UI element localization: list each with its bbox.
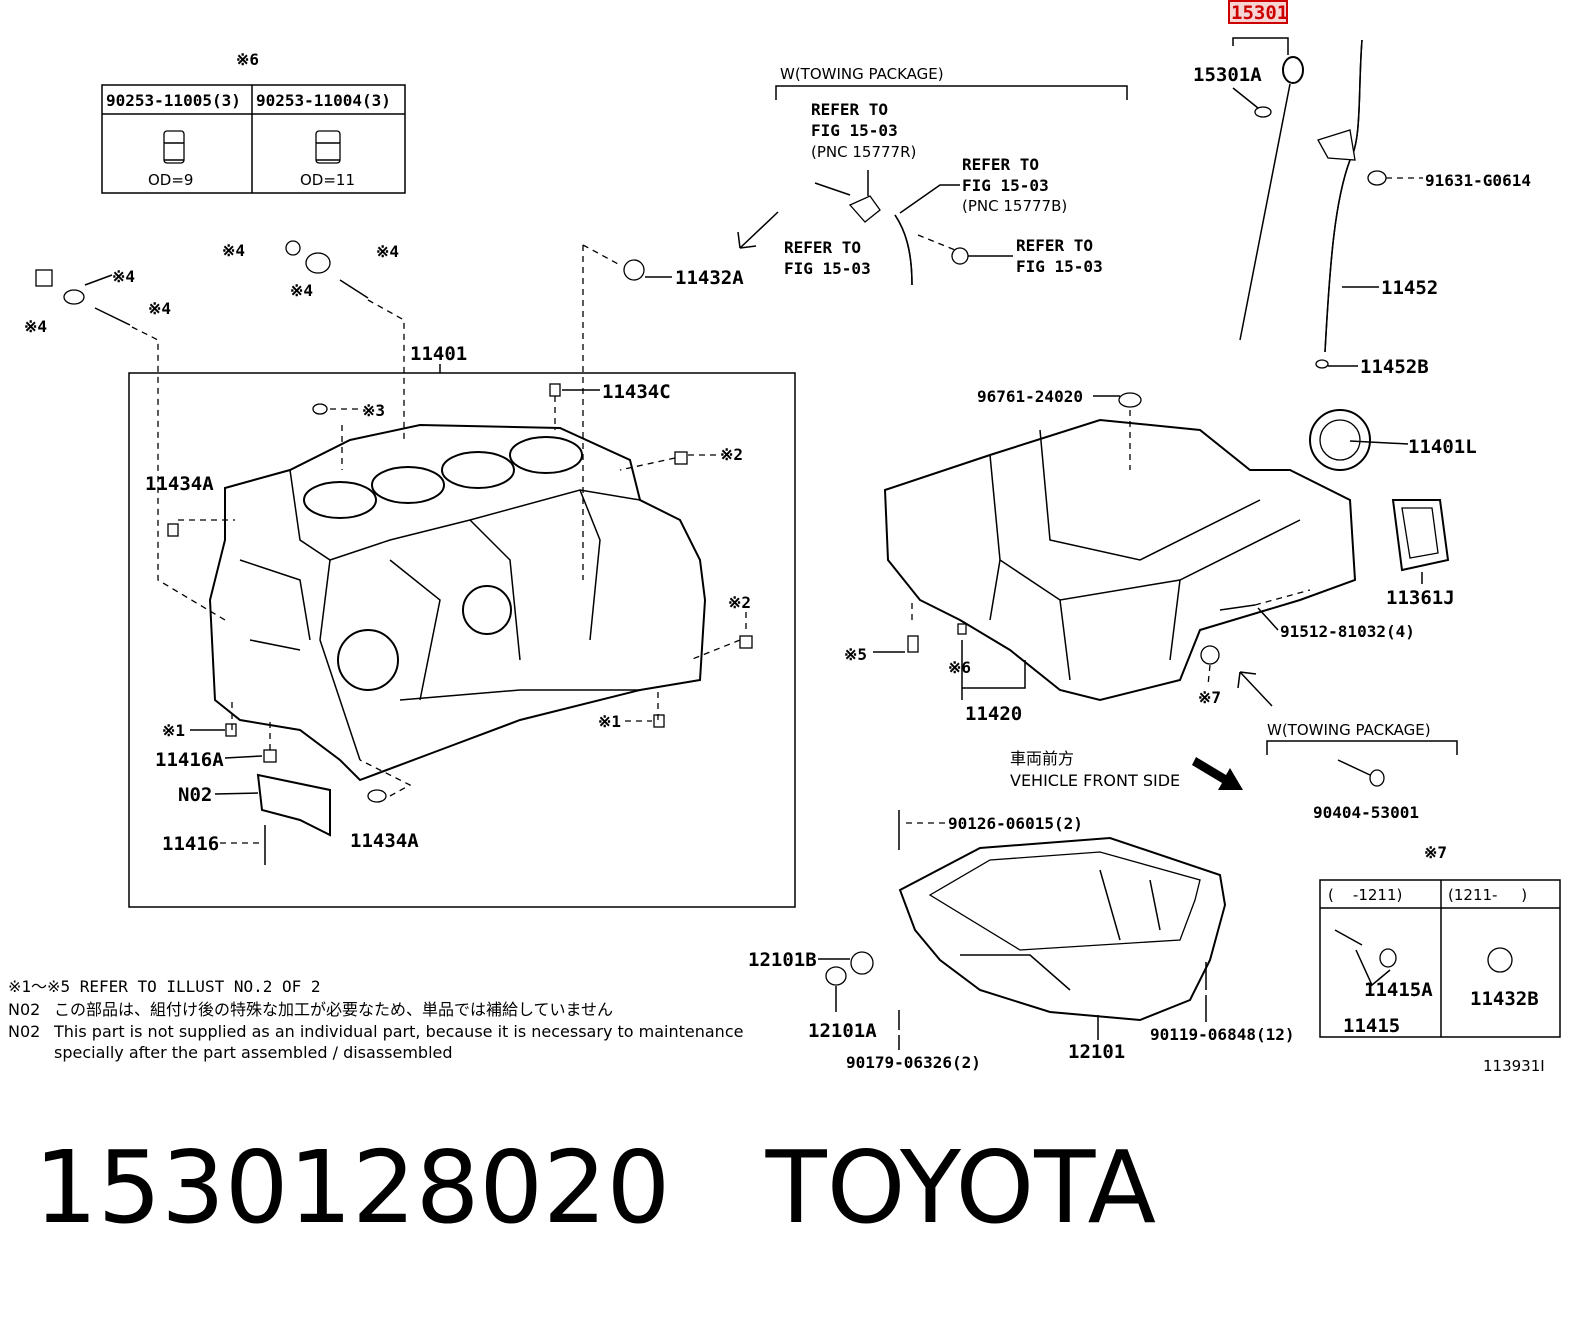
svg-text:REFER TO: REFER TO	[1016, 236, 1093, 255]
table6-col2[interactable]: 90253-11004(3)	[256, 91, 391, 110]
label-11415[interactable]: 11415	[1343, 1015, 1400, 1037]
towing-ref3: REFER TO FIG 15-03	[784, 238, 871, 278]
label-N02[interactable]: N02	[178, 784, 212, 806]
label-96761[interactable]: 96761-24020	[977, 387, 1083, 406]
table6-col1-od: OD=9	[148, 171, 193, 189]
block-fasteners	[35, 240, 753, 865]
towing-ref2: REFER TO FIG 15-03 (PNC 15777B)	[962, 155, 1067, 215]
label-11415A[interactable]: 11415A	[1364, 979, 1433, 1001]
label-90179[interactable]: 90179-06326(2)	[846, 1053, 981, 1072]
illustration-number: 113931I	[1483, 1057, 1545, 1075]
mark-4: ※4	[112, 267, 135, 286]
svg-text:REFER TO: REFER TO	[811, 100, 888, 119]
svg-text:FIG 15-03: FIG 15-03	[1016, 257, 1103, 276]
mark-3: ※3	[362, 401, 385, 420]
crankcase-illustration	[883, 392, 1450, 702]
mark-1: ※1	[598, 712, 621, 731]
label-11416[interactable]: 11416	[162, 833, 219, 855]
pin-icon	[163, 130, 185, 164]
highlight-box	[1228, 0, 1288, 24]
label-12101B[interactable]: 12101B	[748, 949, 817, 971]
front-side-jp: 車両前方	[1010, 749, 1074, 768]
note-line3: This part is not supplied as an individu…	[53, 1022, 743, 1041]
mark-4: ※4	[376, 242, 399, 261]
label-90404[interactable]: 90404-53001	[1313, 803, 1419, 822]
footer-part-number: 1530128020	[34, 1129, 671, 1246]
table7-marker: ※7	[1424, 843, 1447, 862]
mark-7: ※7	[1198, 688, 1221, 707]
label-11361J[interactable]: 11361J	[1386, 587, 1455, 609]
svg-text:(PNC 15777B): (PNC 15777B)	[962, 197, 1067, 215]
label-11401[interactable]: 11401	[410, 343, 467, 365]
table7: ( -1211) (1211- )	[1319, 879, 1561, 1038]
label-15301A[interactable]: 15301A	[1193, 64, 1262, 86]
label-12101A[interactable]: 12101A	[808, 1020, 877, 1042]
note-line4: specially after the part assembled / dis…	[54, 1043, 453, 1062]
dipstick-icon	[1239, 56, 1304, 341]
table6: 90253-11005(3) 90253-11004(3) OD=9 OD=11	[101, 84, 406, 194]
label-11432A[interactable]: 11432A	[675, 267, 744, 289]
drain-plug-icon	[1337, 759, 1385, 787]
table6-marker: ※6	[236, 50, 259, 69]
label-11434C[interactable]: 11434C	[602, 381, 671, 403]
label-11401L[interactable]: 11401L	[1408, 436, 1477, 458]
towing-ref4: REFER TO FIG 15-03	[1016, 236, 1103, 276]
label-15301[interactable]: 15301	[1231, 2, 1288, 24]
mark-4: ※4	[148, 299, 171, 318]
note-line2-code: N02	[8, 1000, 40, 1019]
towing-bottom-header: W(TOWING PACKAGE)	[1267, 721, 1431, 739]
mark-6: ※6	[948, 658, 971, 677]
towing-top-header: W(TOWING PACKAGE)	[780, 65, 944, 83]
mark-5: ※5	[844, 645, 867, 664]
o-ring-icon	[1254, 106, 1272, 118]
dipstick-guide-icon	[1315, 39, 1387, 369]
label-11452B[interactable]: 11452B	[1360, 356, 1429, 378]
label-11420[interactable]: 11420	[965, 703, 1022, 725]
mark-4: ※4	[24, 317, 47, 336]
oil-pan-leaders	[818, 822, 1207, 1050]
footer-caption: 1530128020 TOYOTA	[34, 1128, 1234, 1248]
svg-text:(PNC 15777R): (PNC 15777R)	[811, 143, 916, 161]
svg-text:FIG 15-03: FIG 15-03	[784, 259, 871, 278]
towing-ref1: REFER TO FIG 15-03 (PNC 15777R)	[811, 100, 916, 161]
towing-parts	[737, 170, 1013, 286]
pin-icon	[315, 130, 341, 164]
svg-text:REFER TO: REFER TO	[784, 238, 861, 257]
svg-text:FIG 15-03: FIG 15-03	[811, 121, 898, 140]
block-frame	[128, 372, 796, 908]
label-90126[interactable]: 90126-06015(2)	[948, 814, 1083, 833]
label-11434A-top[interactable]: 11434A	[145, 473, 214, 495]
note-line3-code: N02	[8, 1022, 40, 1041]
table6-col1[interactable]: 90253-11005(3)	[106, 91, 241, 110]
mark-2: ※2	[728, 593, 751, 612]
block-dashed-leaders	[131, 244, 741, 797]
table6-col2-od: OD=11	[300, 171, 355, 189]
front-side-en: VEHICLE FRONT SIDE	[1010, 771, 1180, 790]
svg-text:FIG 15-03: FIG 15-03	[962, 176, 1049, 195]
front-arrow-icon	[1192, 757, 1243, 790]
table7-col1: ( -1211)	[1328, 886, 1402, 904]
mark-4: ※4	[222, 241, 245, 260]
label-11434A-bottom[interactable]: 11434A	[350, 830, 419, 852]
cylinder-block-illustration	[208, 423, 707, 782]
label-11452[interactable]: 11452	[1381, 277, 1438, 299]
oil-pan-illustration	[825, 810, 1227, 1030]
mark-1: ※1	[162, 721, 185, 740]
dipstick-bracket	[1232, 37, 1289, 55]
label-91631[interactable]: 91631-G0614	[1425, 171, 1531, 190]
label-91512[interactable]: 91512-81032(4)	[1280, 622, 1415, 641]
label-11432B[interactable]: 11432B	[1470, 988, 1539, 1010]
mark-4: ※4	[290, 281, 313, 300]
mark-2: ※2	[720, 445, 743, 464]
footer-brand: TOYOTA	[765, 1129, 1156, 1246]
svg-text:REFER TO: REFER TO	[962, 155, 1039, 174]
note-line1: ※1～※5 REFER TO ILLUST NO.2 OF 2	[8, 977, 321, 996]
crankcase-leaders	[911, 395, 1423, 707]
label-90119[interactable]: 90119-06848(12)	[1150, 1025, 1295, 1044]
note-line2: この部品は、組付け後の特殊な加工が必要なため、単品では補給していません	[54, 1000, 613, 1019]
label-12101[interactable]: 12101	[1068, 1041, 1125, 1063]
label-11416A[interactable]: 11416A	[155, 749, 224, 771]
table7-col2: (1211- )	[1448, 886, 1527, 904]
